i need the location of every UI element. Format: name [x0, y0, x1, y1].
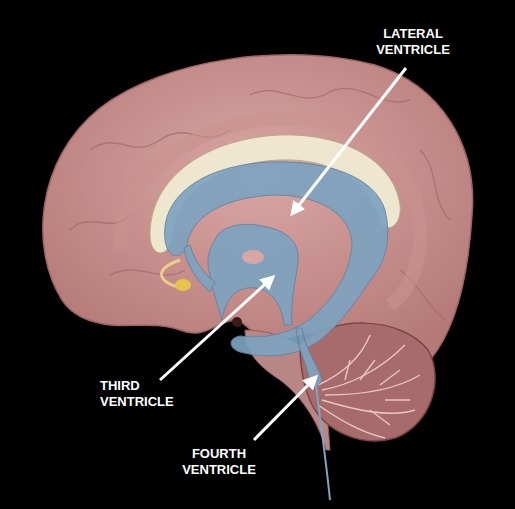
part-label: LATERAL VENTRICLE: [368, 26, 458, 58]
cerebrum: [43, 55, 473, 360]
leader-arrow: [254, 377, 316, 440]
fourth-ventricle-shape: [296, 328, 322, 386]
lateral-ventricle-shape: [165, 162, 388, 356]
part-label: FOURTH VENTRICLE: [172, 446, 266, 478]
leader-arrow: [292, 68, 406, 214]
leader-arrow: [160, 277, 273, 380]
third-ventricle-shape: [208, 224, 298, 325]
interthalamic-adhesion: [242, 250, 264, 264]
central-canal: [316, 385, 330, 500]
part-label: THIRD VENTRICLE: [100, 378, 190, 410]
ventricles: [165, 162, 388, 386]
optic-structure: [175, 279, 191, 291]
